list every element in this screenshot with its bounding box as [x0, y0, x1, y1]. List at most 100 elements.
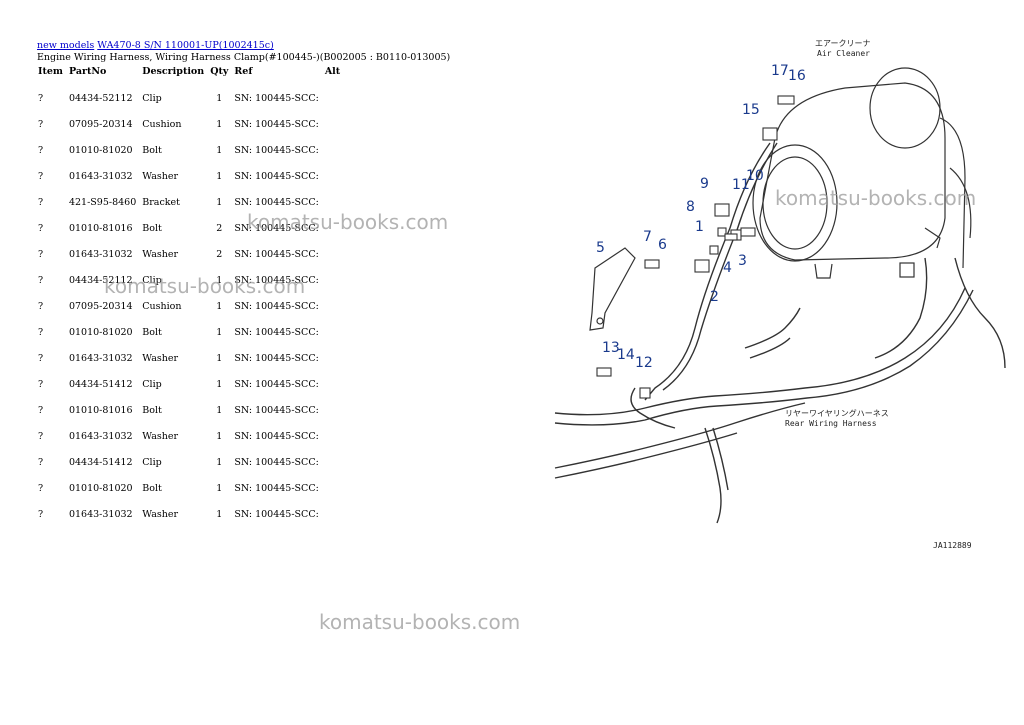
partno-cell: 01643-31032: [68, 248, 133, 260]
header-alt: Alt: [324, 66, 341, 77]
partno-cell: 01010-81016: [68, 404, 133, 416]
description-cell: Washer: [142, 248, 179, 260]
alt-cell: [322, 241, 343, 267]
item-cell: ?: [38, 378, 44, 390]
ref-cell: SN: 100445-SCC:: [234, 118, 319, 130]
callout-5: 5: [596, 240, 605, 256]
ref-cell: SN: 100445-SCC:: [234, 300, 319, 312]
alt-cell: [322, 475, 343, 501]
ref-cell: SN: 100445-SCC:: [234, 170, 319, 182]
partno-cell: 04434-52112: [68, 274, 133, 286]
page-title: Engine Wiring Harness, Wiring Harness Cl…: [37, 52, 451, 63]
qty-cell: 1: [216, 456, 223, 468]
watermark: komatsu-books.com: [247, 210, 449, 234]
ref-cell: SN: 100445-SCC:: [234, 274, 319, 286]
item-cell: ?: [38, 118, 44, 130]
partno-cell: 07095-20314: [68, 118, 133, 130]
partno-cell: 01643-31032: [68, 352, 133, 364]
qty-cell: 1: [216, 430, 223, 442]
ref-cell: SN: 100445-SCC:: [234, 144, 319, 156]
ref-cell: SN: 100445-SCC:: [234, 222, 319, 234]
item-cell: ?: [38, 508, 44, 520]
partno-cell: 01643-31032: [68, 508, 133, 520]
qty-cell: 2: [216, 222, 223, 234]
item-cell: ?: [38, 404, 44, 416]
header-description: Description: [142, 66, 205, 77]
alt-cell: [322, 397, 343, 423]
qty-cell: 1: [216, 326, 223, 338]
item-cell: ?: [38, 92, 44, 104]
ref-cell: SN: 100445-SCC:: [234, 92, 319, 104]
partno-cell: 01643-31032: [68, 430, 133, 442]
callout-13: 13: [602, 340, 620, 356]
ref-cell: SN: 100445-SCC:: [234, 404, 319, 416]
table-header-row: Item PartNo Description Qty Ref Alt: [35, 64, 343, 85]
callout-8: 8: [686, 199, 695, 215]
item-cell: ?: [38, 482, 44, 494]
partno-cell: 04434-51412: [68, 456, 133, 468]
rear-harness-jp-label: リヤーワイヤリングハーネス: [785, 408, 889, 418]
qty-cell: 1: [216, 378, 223, 390]
watermark: komatsu-books.com: [319, 610, 521, 634]
qty-cell: 1: [216, 118, 223, 130]
description-cell: Bolt: [142, 144, 162, 156]
breadcrumb-link-new-models[interactable]: new models: [37, 40, 95, 51]
watermark: komatsu-books.com: [104, 274, 306, 298]
description-cell: Bracket: [142, 196, 180, 208]
partno-cell: 01010-81020: [68, 326, 133, 338]
qty-cell: 2: [216, 248, 223, 260]
description-cell: Washer: [142, 170, 179, 182]
breadcrumb-link-model[interactable]: WA470-8 S/N 110001-UP(1002415c): [97, 40, 274, 51]
partno-cell: 01010-81016: [68, 222, 133, 234]
description-cell: Clip: [142, 378, 162, 390]
alt-cell: [322, 293, 343, 319]
alt-cell: [322, 423, 343, 449]
header-qty: Qty: [210, 66, 229, 77]
callout-15: 15: [742, 102, 760, 118]
alt-cell: [322, 267, 343, 293]
callout-14: 14: [617, 347, 635, 363]
callout-2: 2: [710, 289, 719, 305]
description-cell: Bolt: [142, 222, 162, 234]
watermark: komatsu-books.com: [775, 186, 977, 210]
ref-cell: SN: 100445-SCC:: [234, 508, 319, 520]
description-cell: Cushion: [142, 118, 182, 130]
alt-cell: [322, 501, 343, 527]
qty-cell: 1: [216, 508, 223, 520]
alt-cell: [322, 319, 343, 345]
rear-harness-label: Rear Wiring Harness: [785, 419, 877, 428]
alt-cell: [322, 449, 343, 475]
table-row: ? 07095-20314 Cushion 1 SN: 100445-SCC:: [35, 111, 343, 137]
callout-7: 7: [643, 229, 652, 245]
ref-cell: SN: 100445-SCC:: [234, 248, 319, 260]
ref-cell: SN: 100445-SCC:: [234, 456, 319, 468]
item-cell: ?: [38, 196, 44, 208]
air-cleaner-jp-label: エアークリーナ: [815, 39, 871, 48]
partno-cell: 01643-31032: [68, 170, 133, 182]
air-cleaner-label: Air Cleaner: [817, 49, 870, 58]
callout-17: 17: [771, 63, 789, 79]
ref-cell: SN: 100445-SCC:: [234, 196, 319, 208]
qty-cell: 1: [216, 144, 223, 156]
qty-cell: 1: [216, 92, 223, 104]
qty-cell: 1: [216, 300, 223, 312]
callout-12: 12: [635, 355, 653, 371]
qty-cell: 1: [216, 482, 223, 494]
description-cell: Bolt: [142, 482, 162, 494]
description-cell: Bolt: [142, 404, 162, 416]
qty-cell: 1: [216, 170, 223, 182]
callout-6: 6: [658, 237, 667, 253]
callout-11: 11: [732, 177, 750, 193]
breadcrumb: new models WA470-8 S/N 110001-UP(1002415…: [37, 40, 274, 51]
